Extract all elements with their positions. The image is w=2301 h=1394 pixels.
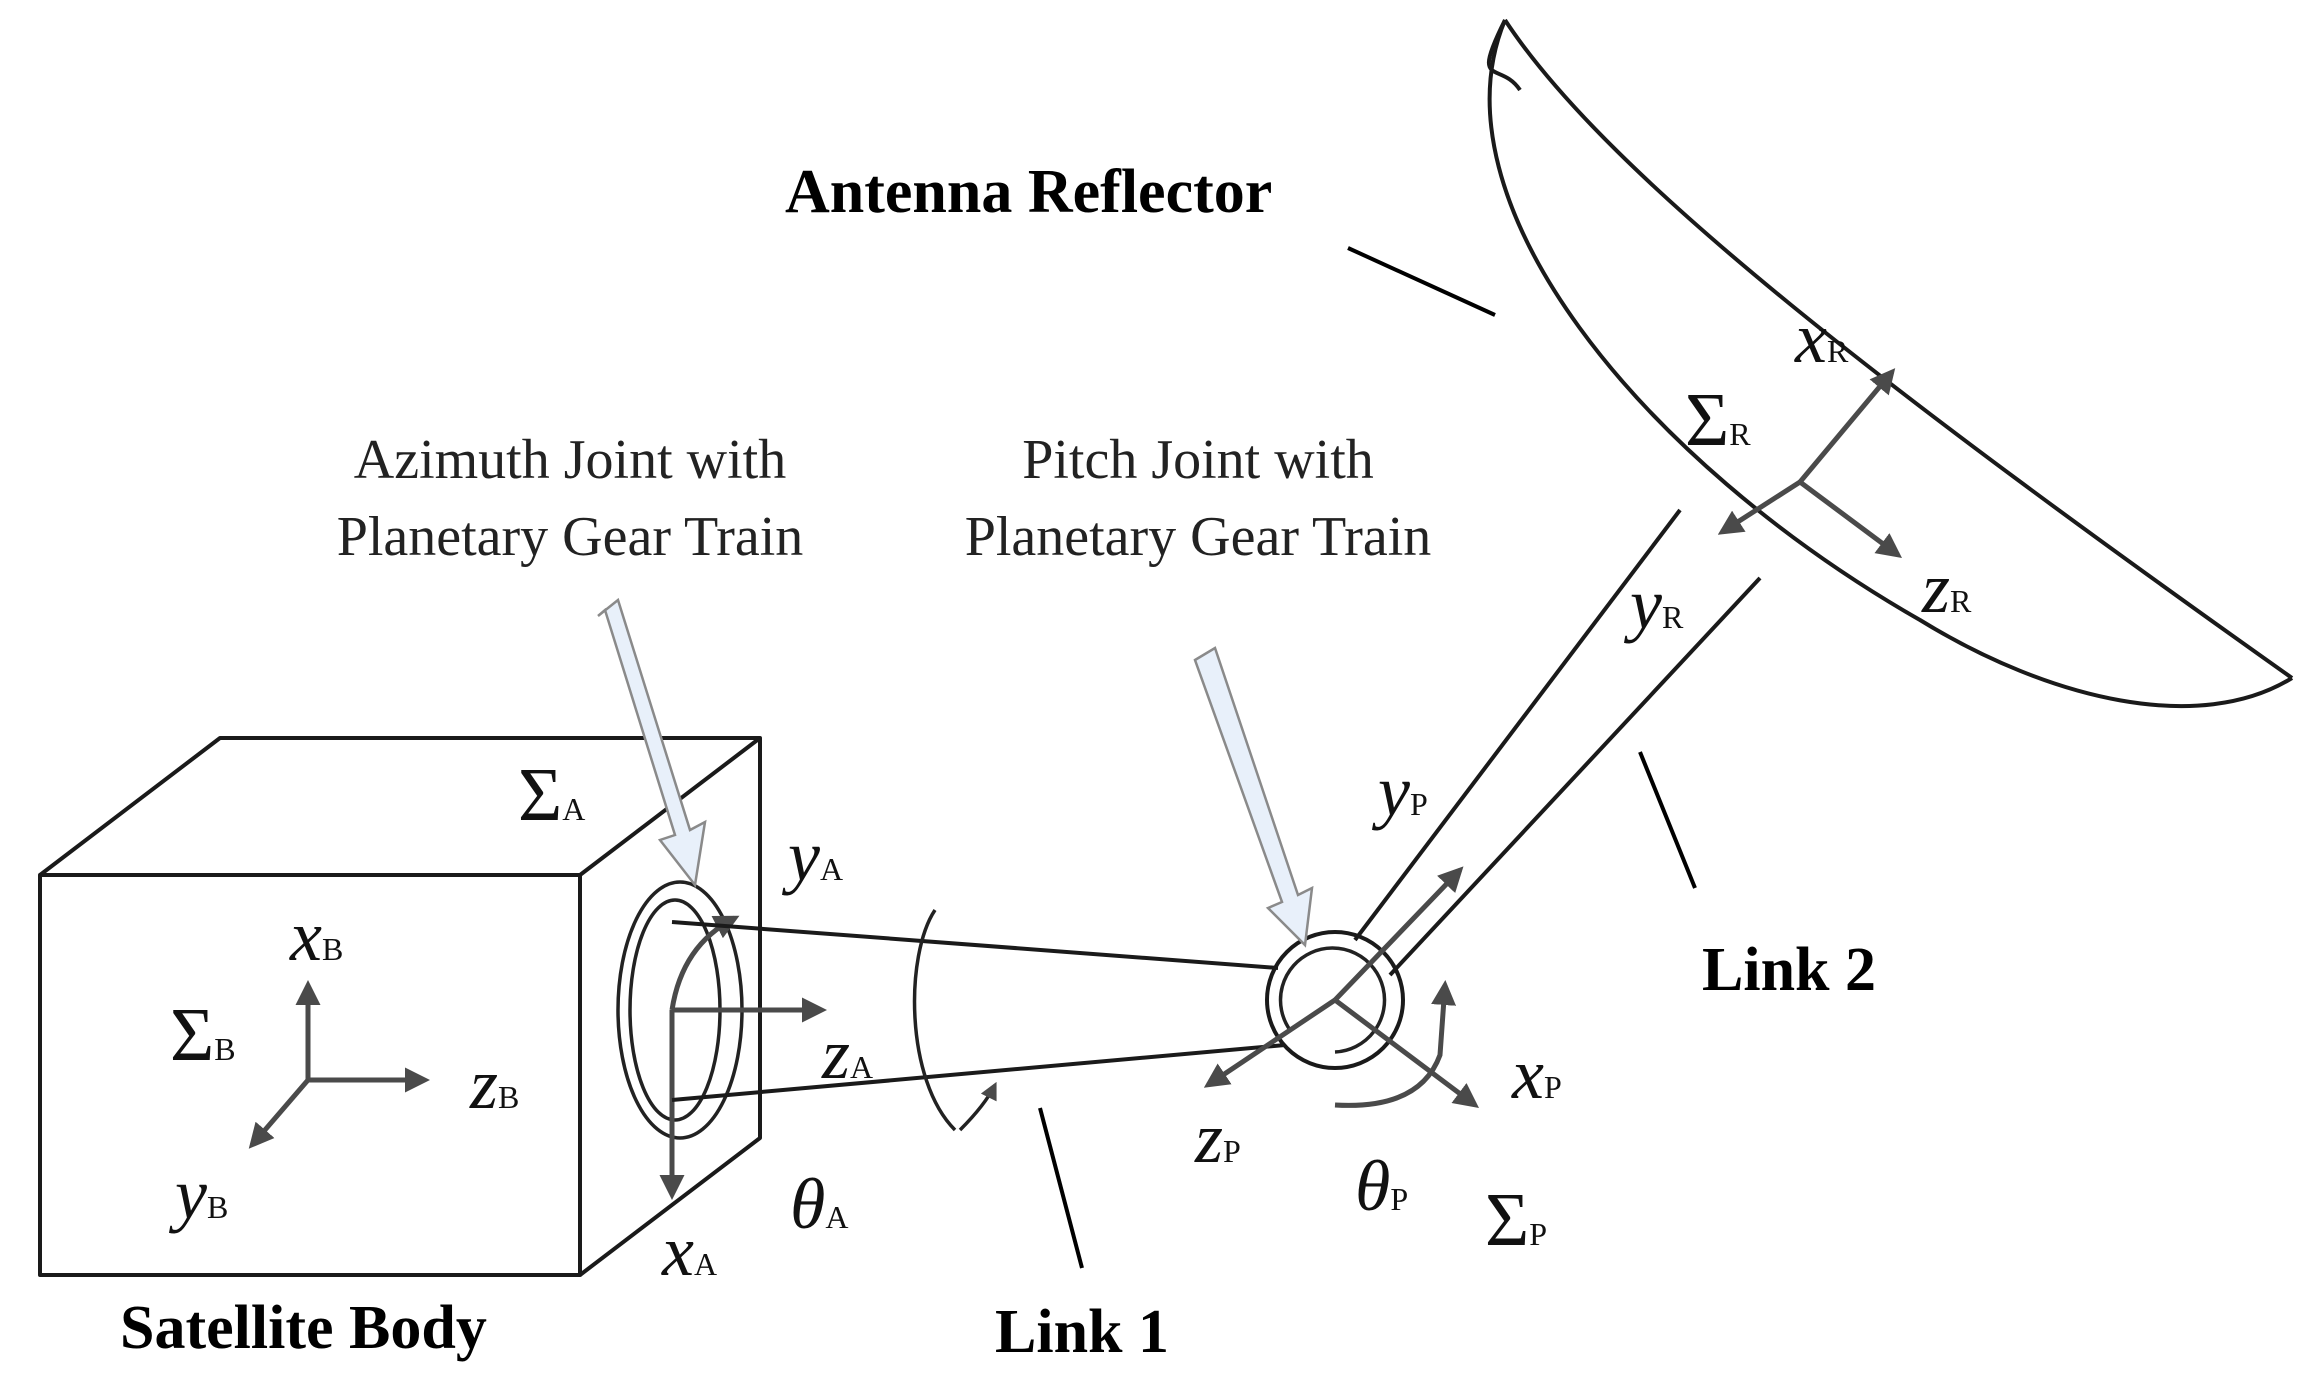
sigma-b-label: ΣB	[170, 993, 236, 1077]
axis-yp-label: yP	[1371, 751, 1428, 831]
link2-leader-line	[1638, 751, 1697, 889]
pitch-frame-axes	[1203, 866, 1479, 1108]
svg-text:Azimuth Joint with: Azimuth Joint with	[354, 429, 786, 491]
sigma-r-label: ΣR	[1685, 378, 1751, 462]
axis-zr-label: zR	[1921, 548, 1972, 628]
sigma-p-label: ΣP	[1485, 1178, 1547, 1262]
link1-leader-line	[1038, 1107, 1084, 1269]
sigma-a-label: ΣA	[518, 753, 585, 837]
link-2	[1353, 508, 1762, 977]
axis-yr-label: yR	[1623, 564, 1684, 644]
axis-za-label: zA	[821, 1014, 873, 1094]
theta-p-label: θP	[1355, 1146, 1408, 1226]
svg-text:Planetary Gear Train: Planetary Gear Train	[965, 506, 1432, 568]
pitch-joint-caption: Pitch Joint with Planetary Gear Train	[965, 429, 1432, 568]
theta-a-label: θA	[790, 1164, 848, 1244]
antenna-reflector-label: Antenna Reflector	[785, 158, 1272, 226]
link-1	[671, 909, 1286, 1132]
satellite-body-label: Satellite Body	[120, 1294, 487, 1362]
link1-label: Link 1	[995, 1298, 1169, 1366]
azimuth-pointer-arrow	[597, 597, 707, 889]
svg-text:Planetary Gear Train: Planetary Gear Train	[337, 506, 804, 568]
antenna-leader-line	[1347, 246, 1496, 317]
pitch-pointer-arrow	[1193, 646, 1314, 948]
axis-yb-label: yB	[168, 1154, 228, 1234]
axis-zp-label: zP	[1194, 1098, 1241, 1178]
axis-xa-label: xA	[661, 1211, 717, 1291]
pitch-joint	[1265, 930, 1405, 1070]
satellite-body-cube	[38, 736, 762, 1277]
link2-label: Link 2	[1702, 936, 1876, 1004]
axis-zb-label: zB	[469, 1044, 519, 1124]
axis-xb-label: xB	[289, 896, 343, 976]
azimuth-joint-caption: Azimuth Joint with Planetary Gear Train	[337, 429, 804, 568]
axis-xr-label: xR	[1794, 298, 1849, 378]
azimuth-frame-axes	[659, 915, 827, 1200]
reflector-frame-axes	[1717, 368, 1903, 558]
axis-ya-label: yA	[781, 816, 843, 896]
axis-xp-label: xP	[1511, 1034, 1562, 1114]
antenna-reflector	[1486, 18, 2294, 709]
svg-text:Pitch Joint with: Pitch Joint with	[1022, 429, 1374, 491]
body-frame-axes	[248, 980, 430, 1149]
